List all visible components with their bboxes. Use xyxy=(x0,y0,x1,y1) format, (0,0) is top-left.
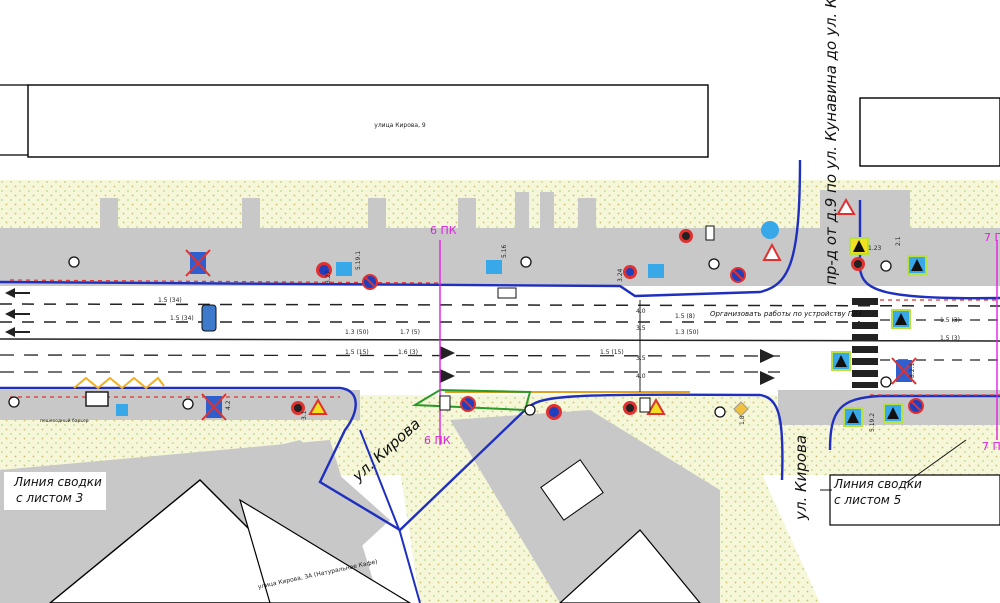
curb-top-right xyxy=(858,200,1000,300)
no-stopping-sign-icon xyxy=(316,262,332,278)
pedestrian-crossing-sign-icon xyxy=(883,403,903,423)
svg-text:с листом 5: с листом 5 xyxy=(834,493,901,507)
pedestrian-crossing-sign-icon xyxy=(891,309,911,329)
crossed-sign-icon xyxy=(201,393,227,421)
lamp-post-icon xyxy=(880,376,892,388)
svg-text:Линия сводки: Линия сводки xyxy=(13,475,102,489)
lamp-post-icon xyxy=(880,260,892,272)
match-line-right: Линия сводки с листом 5 xyxy=(820,439,967,507)
bus-stop-pavilion-icon xyxy=(85,391,109,407)
pk-label-right-bottom: 7 П xyxy=(982,440,1000,453)
no-stopping-sign-icon xyxy=(546,404,562,420)
vertical-street-label: пр-д от д.9 по ул. Кунавина до ул. Киров… xyxy=(822,0,840,285)
no-stopping-sign-icon xyxy=(362,274,378,290)
sign-code: 3.1 xyxy=(301,410,308,420)
lane-mark: 1.5 (15) xyxy=(345,349,369,356)
warning-triangle-icon xyxy=(646,397,666,415)
lamp-post-icon xyxy=(708,258,720,270)
svg-text:Линия сводки: Линия сводки xyxy=(833,477,922,491)
pk-label-right-top: 7 П xyxy=(984,231,1000,244)
lane-mark: 1.5 (34) xyxy=(158,297,182,304)
lane-mark: 1.3 (50) xyxy=(345,329,369,336)
no-stopping-sign-icon xyxy=(623,265,637,279)
no-stopping-sign-icon xyxy=(460,396,476,412)
pedestrian-crossing-sign-icon xyxy=(907,255,927,275)
building-top xyxy=(27,84,709,158)
no-stopping-sign-icon xyxy=(851,257,865,271)
lane-mark: 1.5 (34) xyxy=(170,315,194,322)
match-line-left: Линия сводки с листом 3 xyxy=(4,472,106,510)
sign-code: 1.23 xyxy=(868,245,882,252)
lamp-post-icon xyxy=(524,404,536,416)
lane-mark: 1.7 (5) xyxy=(400,329,420,336)
pk-label-bottom: 6 ПК xyxy=(424,434,451,447)
building-right xyxy=(859,97,1000,167)
sign-code: 3.27 xyxy=(325,270,332,284)
info-sign-icon xyxy=(116,404,128,416)
bollard-row-icon xyxy=(497,287,517,299)
info-sign-icon xyxy=(486,260,502,274)
building-top-label: улица Кирова, 9 xyxy=(374,122,426,129)
dimension: 4.0 xyxy=(636,308,646,315)
sign-code: 2.1 xyxy=(895,236,902,246)
dimension: 3.5 xyxy=(636,325,646,332)
lane-arrows xyxy=(5,288,775,385)
lane-mark: 1.3 (50) xyxy=(675,329,699,336)
lamp-post-icon xyxy=(68,256,80,268)
lamp-post-icon xyxy=(714,406,726,418)
signs xyxy=(8,197,927,427)
zebra-crossing xyxy=(852,298,878,388)
sign-code: 8.2.1 xyxy=(909,363,916,378)
sign-code: 4.2 xyxy=(225,400,232,410)
sign-code: 3.24 xyxy=(617,268,624,282)
lamp-post-icon xyxy=(182,398,194,410)
lane-mark: 1.6 (3) xyxy=(398,349,418,356)
crossed-sign-icon xyxy=(891,357,917,385)
bus-stop-label: пешеходный барьер xyxy=(40,417,89,424)
sign-code: 5.19.2 xyxy=(869,413,876,432)
sign-code: 1.8 xyxy=(739,415,746,425)
no-stopping-sign-icon xyxy=(623,401,637,415)
pedestrian-crossing-sign-icon xyxy=(843,407,863,427)
sign-code: 5.19.1 xyxy=(355,251,362,270)
lamp-post-icon xyxy=(8,396,20,408)
no-stopping-sign-icon xyxy=(291,401,305,415)
crossed-sign-icon xyxy=(185,249,211,277)
no-stopping-sign-icon xyxy=(908,398,924,414)
curb-bottom-left xyxy=(0,386,784,532)
warning-triangle-icon xyxy=(308,397,328,415)
direction-sign-icon xyxy=(761,221,779,239)
priority-road-icon xyxy=(733,401,749,417)
pedestrian-crossing-sign-icon xyxy=(849,237,869,255)
info-sign-icon xyxy=(336,262,352,276)
pedestrian-crossing-sign-icon xyxy=(831,351,851,371)
zigzag-marking xyxy=(73,376,165,390)
street-kirova-right: ул. Кирова xyxy=(792,435,810,521)
warning-triangle-icon xyxy=(762,242,782,261)
info-sign-icon xyxy=(648,264,664,278)
curb-top xyxy=(0,159,802,298)
work-note: Организовать работы по устройству ПВУ xyxy=(710,310,863,318)
lane-mark: 1.5 (3) xyxy=(940,317,960,324)
sign-code: 5.16 xyxy=(501,244,508,258)
no-stopping-sign-icon xyxy=(679,229,693,243)
warning-triangle-icon xyxy=(836,197,856,215)
pk-label-top: 6 ПК xyxy=(430,224,457,237)
dimension: 3.5 xyxy=(636,355,646,362)
svg-text:с листом 3: с листом 3 xyxy=(16,491,83,505)
lane-mark: 1.5 (8) xyxy=(675,313,695,320)
dimension: 4.0 xyxy=(636,373,646,380)
lamp-post-icon xyxy=(520,256,532,268)
lane-mark: 1.5 (3) xyxy=(940,335,960,342)
lane-mark: 1.5 (15) xyxy=(600,349,624,356)
carriageway xyxy=(0,286,1000,390)
curb-bottom-right xyxy=(828,394,1000,451)
no-stopping-sign-icon xyxy=(730,267,746,283)
bus-icon xyxy=(201,304,217,332)
